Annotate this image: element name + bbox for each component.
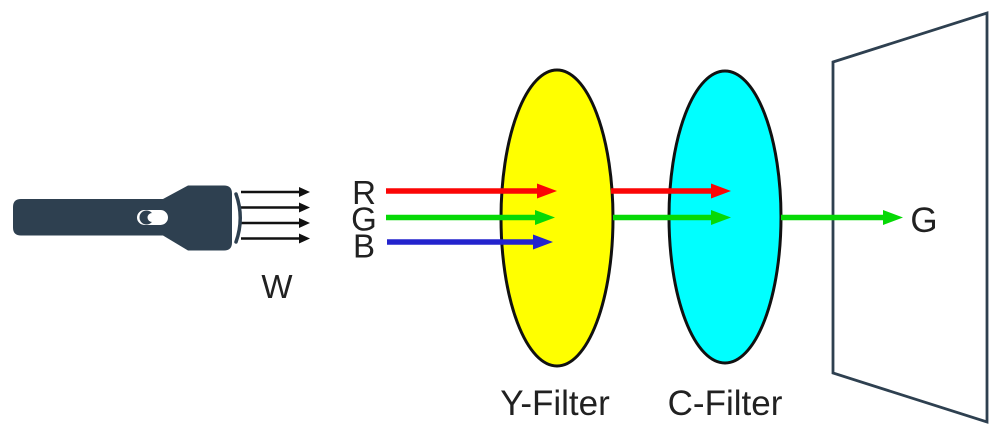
projection-screen: [831, 11, 989, 424]
input-beam-green: [386, 210, 555, 225]
white-ray-arrowhead: [299, 218, 310, 228]
green-beam-label: G: [351, 201, 377, 238]
white-ray-arrowhead: [299, 233, 310, 244]
red-beam-arrowhead: [711, 183, 731, 199]
input-beam-blue: [387, 234, 553, 250]
white-light-arrows: [241, 187, 310, 244]
white-light-label: W: [261, 268, 293, 305]
flashlight-icon: [13, 185, 242, 251]
flashlight-lens-arc: [234, 192, 242, 244]
green-beam-arrowhead: [535, 210, 555, 225]
red-beam-arrowhead: [537, 183, 557, 199]
flashlight-body: [13, 185, 232, 251]
green-beam-arrowhead: [711, 210, 731, 225]
mid-beam-green: [613, 210, 731, 225]
white-ray-arrowhead: [299, 202, 310, 213]
cyan-filter-label: C-Filter: [668, 384, 783, 423]
input-beam-red: [386, 183, 557, 199]
red-beam-label: R: [352, 174, 376, 211]
mid-beam-red: [611, 183, 731, 199]
blue-beam-arrowhead: [533, 234, 553, 250]
flashlight-switch-highlight: [147, 213, 157, 222]
green-beam-arrowhead: [883, 210, 903, 225]
white-ray-arrowhead: [299, 187, 310, 197]
output-beam-green: [781, 210, 903, 225]
output-beam-label: G: [910, 201, 937, 240]
blue-beam-label: B: [353, 228, 375, 265]
yellow-filter-label: Y-Filter: [500, 384, 610, 423]
